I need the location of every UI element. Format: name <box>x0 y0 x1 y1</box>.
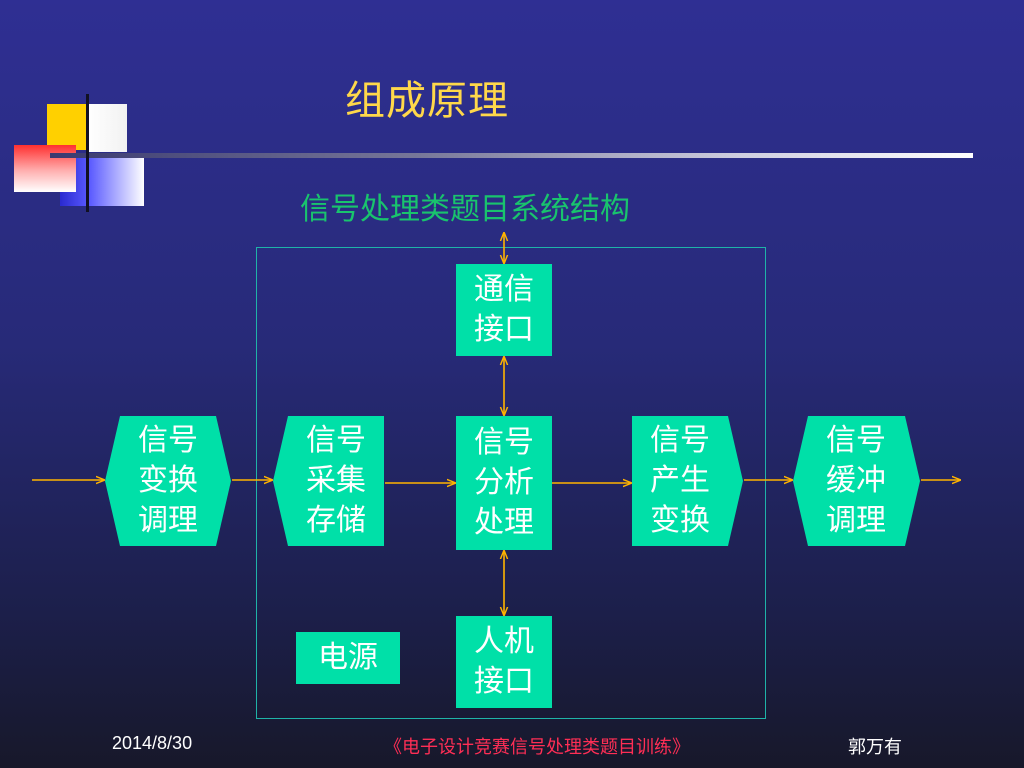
footer-date: 2014/8/30 <box>112 733 193 753</box>
deco-vertical-line <box>86 94 89 212</box>
block-comm-interface: 通信 接口 <box>456 264 552 356</box>
hex-acquisition-shape <box>273 416 384 546</box>
slide-title: 组成原理 <box>345 78 509 124</box>
block-hmi-interface: 人机 接口 <box>456 616 552 708</box>
footer-course-title: 《电子设计竞赛信号处理类题目训练》 <box>384 737 690 758</box>
system-boundary-frame <box>256 247 766 719</box>
title-underline <box>50 153 973 158</box>
diagram-subtitle: 信号处理类题目系统结构 <box>300 192 630 227</box>
hex-buffer-shape <box>793 416 920 546</box>
block-signal-acquisition: 信号 采集 存储 <box>306 423 366 538</box>
block-power: 电源 <box>296 632 400 684</box>
block-signal-conditioning: 信号 变换 调理 <box>138 423 198 538</box>
deco-square-white <box>87 104 127 152</box>
hex-generation-shape <box>632 416 743 546</box>
deco-square-yellow <box>47 104 89 150</box>
deco-square-pink <box>14 145 76 192</box>
block-signal-generation: 信号 产生 变换 <box>650 423 710 538</box>
hex-conditioning-shape <box>105 416 231 546</box>
footer-author: 郭万有 <box>848 737 902 758</box>
block-signal-analysis: 信号 分析 处理 <box>456 416 552 550</box>
block-signal-buffer: 信号 缓冲 调理 <box>826 423 886 538</box>
